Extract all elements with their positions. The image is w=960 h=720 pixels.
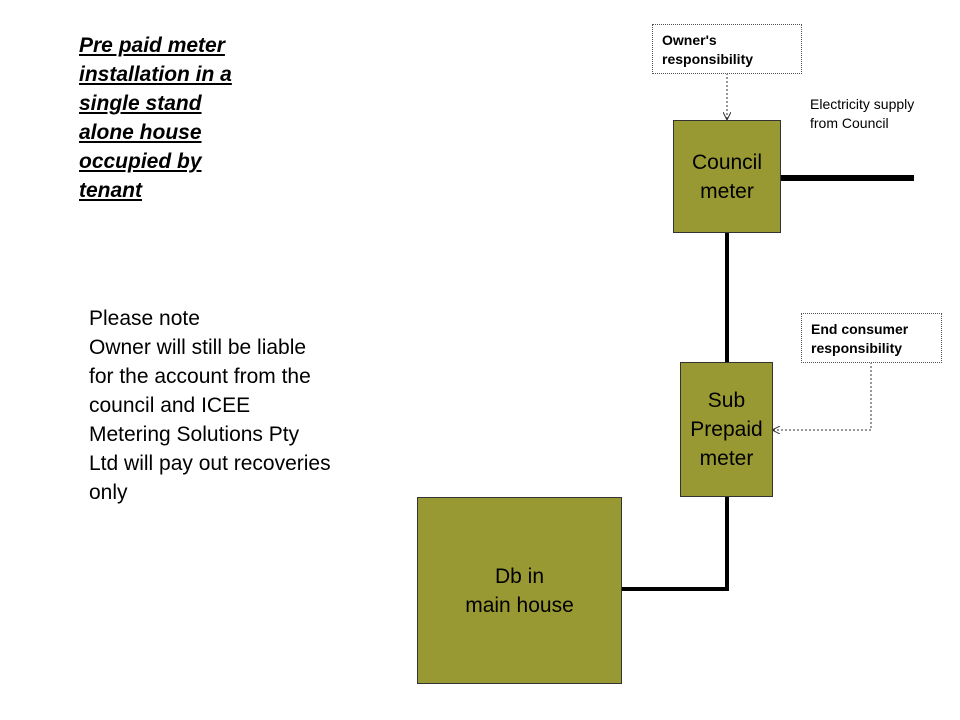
sub-prepaid-meter-label: Sub Prepaid meter — [690, 389, 763, 470]
title-line: alone house — [79, 121, 202, 144]
council-meter-label: Council meter — [691, 150, 763, 203]
sub-prepaid-meter-box: Sub Prepaid meter — [680, 362, 773, 497]
owner-responsibility-callout: Owner's responsibility — [652, 24, 802, 74]
sub-to-db-wire — [622, 496, 729, 591]
end-consumer-responsibility-callout: End consumer responsibility — [801, 313, 942, 363]
note-line: Owner will still be liable — [89, 336, 307, 359]
db-main-house-label: Db in main house — [465, 564, 574, 617]
db-main-house-box: Db in main house — [417, 497, 622, 684]
supply-label-line: Electricity supply — [810, 96, 915, 112]
callout-line: responsibility — [662, 51, 754, 67]
note-line: council and ICEE — [89, 394, 251, 417]
title-line: installation in a — [79, 63, 232, 86]
callout-line: responsibility — [811, 340, 903, 356]
title-line: Pre paid meter — [79, 34, 225, 57]
note-line: only — [89, 481, 128, 504]
note-line: Metering Solutions Pty — [89, 423, 300, 446]
note-text: Please note Owner will still be liable f… — [89, 304, 409, 507]
note-line: for the account from the — [89, 365, 311, 388]
title-line: tenant — [79, 179, 142, 202]
callout-line: End consumer — [811, 321, 909, 337]
council-meter-box: Council meter — [673, 120, 781, 233]
title-line: occupied by — [79, 150, 202, 173]
diagram-title: Pre paid meter installation in a single … — [79, 31, 279, 205]
supply-label-line: from Council — [810, 115, 889, 131]
note-line: Ltd will pay out recoveries — [89, 452, 331, 475]
title-line: single stand — [79, 92, 202, 115]
note-line: Please note — [89, 307, 200, 330]
end-consumer-responsibility-arrow — [773, 362, 872, 430]
electricity-supply-label: Electricity supply from Council — [810, 95, 914, 133]
callout-line: Owner's — [662, 32, 717, 48]
